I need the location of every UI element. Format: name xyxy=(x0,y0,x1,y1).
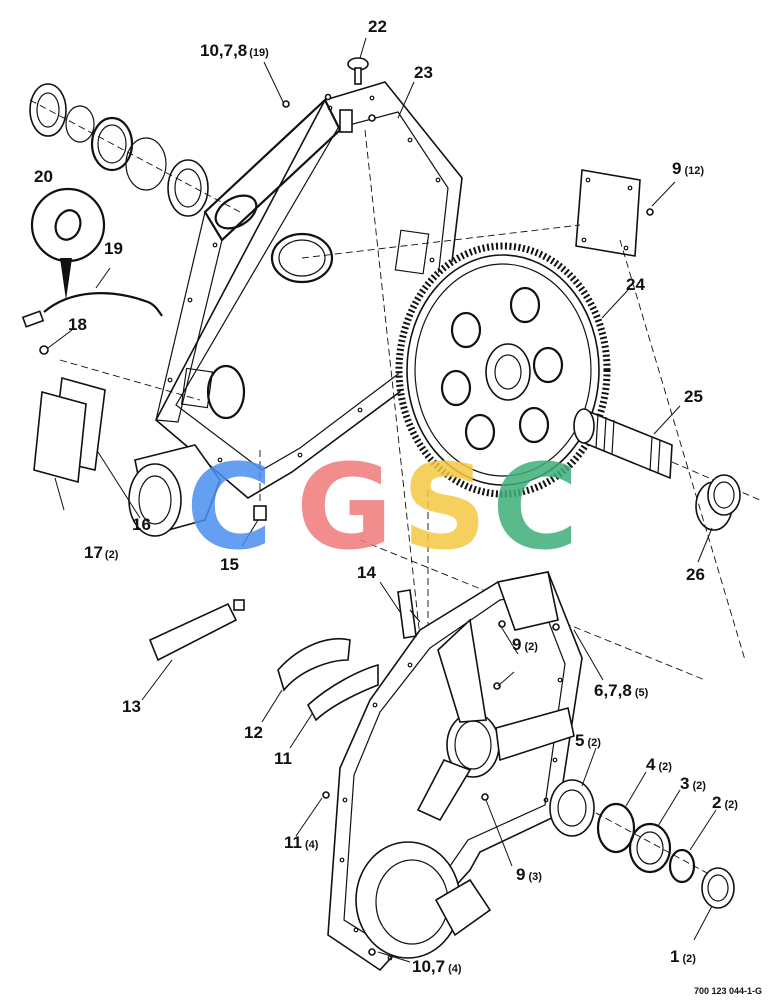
bearing-cup xyxy=(695,474,741,531)
callout-20: 19 xyxy=(104,239,123,258)
callout-10-7-8-top: 10,7,8(19) xyxy=(200,41,269,60)
cover-plates-left xyxy=(33,359,201,484)
screw-19 xyxy=(39,345,49,355)
callout-14: 13 xyxy=(122,697,141,716)
callout-11: 11(4) xyxy=(284,833,319,852)
callout-24: 24 xyxy=(626,275,645,294)
lower-seal-stack xyxy=(549,779,735,909)
callout-1: 1(2) xyxy=(670,947,696,966)
callout-labels: 22 10,7,8(19) 23 9(12) 20 19 24 18 25 16… xyxy=(34,17,738,976)
callout-19: 18 xyxy=(68,315,87,334)
callout-23: 23 xyxy=(414,63,433,82)
callout-9-2: 9(2) xyxy=(512,635,538,654)
watermark-letter-s: S xyxy=(402,438,487,576)
sealant-tube xyxy=(148,599,245,662)
callout-21: 20 xyxy=(34,167,53,186)
callout-2: 2(2) xyxy=(712,793,738,812)
leader-lines xyxy=(47,37,717,963)
callout-10-7-bottom: 10,7(4) xyxy=(412,957,462,976)
lower-gearcase-housing xyxy=(322,571,583,972)
callout-22: 22 xyxy=(368,17,387,36)
cover-plate-right xyxy=(575,169,654,257)
watermark-letter-c2: C xyxy=(492,438,579,576)
callout-3: 3(2) xyxy=(680,774,706,793)
callout-4: 4(2) xyxy=(646,755,672,774)
callout-17: 16 xyxy=(132,515,151,534)
callout-15: 14 xyxy=(357,563,376,582)
callout-5: 5(2) xyxy=(575,731,601,750)
watermark-letter-c1: C xyxy=(186,438,273,576)
callout-12: 11 xyxy=(274,749,292,768)
splined-shaft xyxy=(573,408,761,501)
callout-9-12: 9(12) xyxy=(672,159,704,178)
shim-plates xyxy=(277,638,379,722)
large-spur-gear xyxy=(395,242,611,498)
fastener-10-7-8 xyxy=(263,61,376,122)
callout-26: 26 xyxy=(686,565,705,584)
bracket-15 xyxy=(397,589,421,639)
callout-9-3: 9(3) xyxy=(516,865,542,884)
callout-6-7-8: 6,7,8(5) xyxy=(594,681,649,700)
upper-gearcase-housing xyxy=(128,81,463,537)
callout-13: 12 xyxy=(244,723,263,742)
callout-25: 25 xyxy=(684,387,703,406)
document-number: 700 123 044-1-G xyxy=(693,986,762,996)
callout-16: 15 xyxy=(220,555,239,574)
breather-cap xyxy=(347,57,369,85)
upper-seal-stack xyxy=(29,83,241,217)
callout-18: 17(2) xyxy=(84,543,119,562)
o-ring-detail xyxy=(30,187,106,300)
watermark-letter-g: G xyxy=(296,438,393,576)
cgsc-watermark: C G S C xyxy=(186,438,579,576)
drain-plug xyxy=(253,450,267,521)
sensor-cable xyxy=(21,267,163,328)
